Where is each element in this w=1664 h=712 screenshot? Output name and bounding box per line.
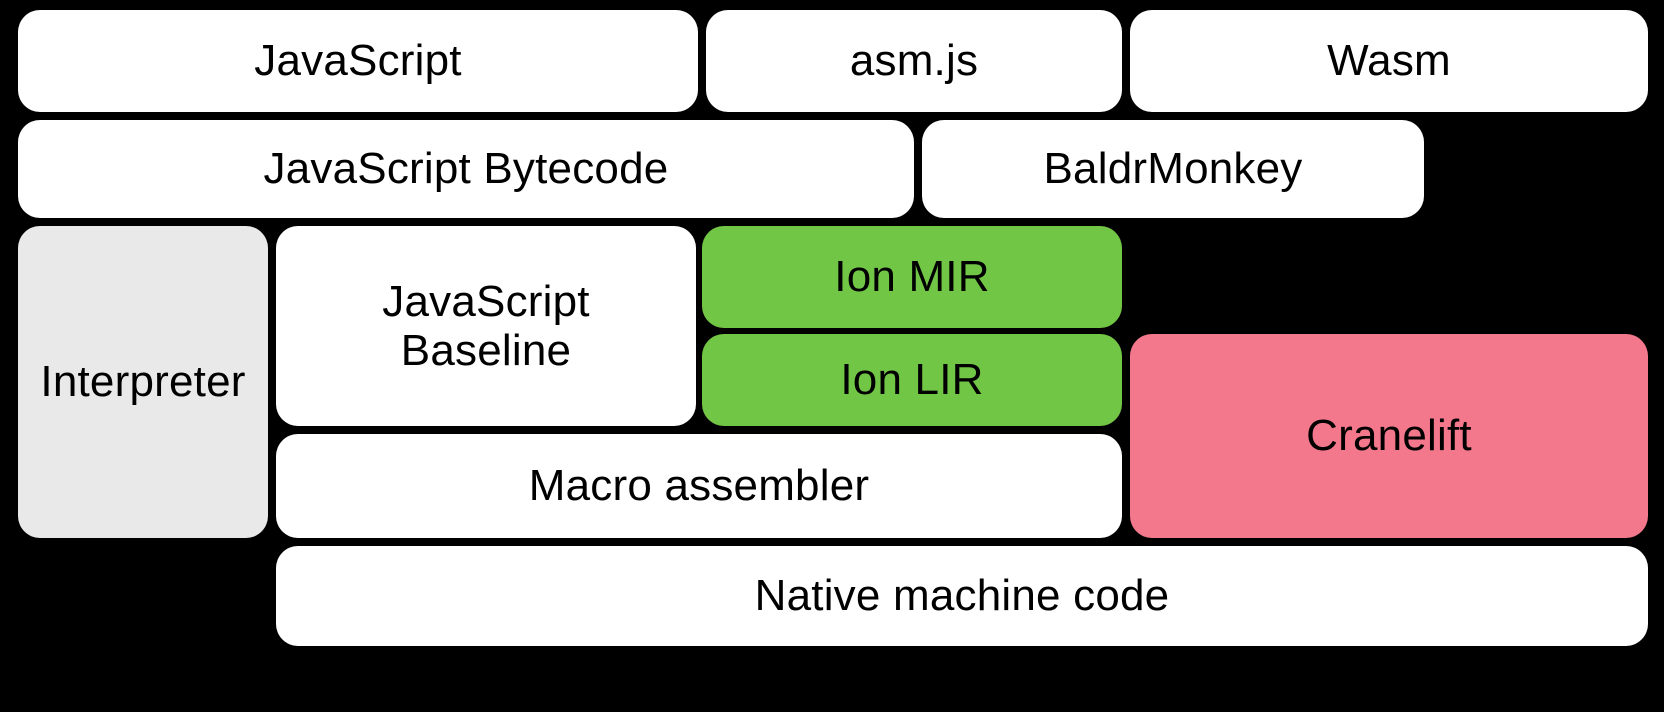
node-interpreter: Interpreter	[18, 226, 268, 538]
node-label-wasm: Wasm	[1327, 36, 1451, 86]
node-macro-assembler: Macro assembler	[276, 434, 1122, 538]
node-label-macro-assembler: Macro assembler	[528, 461, 870, 511]
node-ion-mir: Ion MIR	[702, 226, 1122, 328]
node-javascript: JavaScript	[18, 10, 698, 112]
node-javascript-bytecode: JavaScript Bytecode	[18, 120, 914, 218]
node-label-baldrmonkey: BaldrMonkey	[1043, 144, 1303, 194]
node-label-javascript-baseline: JavaScript Baseline	[382, 276, 590, 375]
node-cranelift: Cranelift	[1130, 334, 1648, 538]
node-wasm: Wasm	[1130, 10, 1648, 112]
node-baldrmonkey: BaldrMonkey	[922, 120, 1424, 218]
node-label-javascript: JavaScript	[254, 36, 462, 86]
node-label-cranelift: Cranelift	[1306, 411, 1472, 461]
node-label-native-machine-code: Native machine code	[754, 571, 1170, 621]
node-asmjs: asm.js	[706, 10, 1122, 112]
node-javascript-baseline: JavaScript Baseline	[276, 226, 696, 426]
node-label-ion-lir: Ion LIR	[840, 355, 984, 405]
node-label-ion-mir: Ion MIR	[834, 252, 990, 302]
node-label-javascript-bytecode: JavaScript Bytecode	[263, 144, 669, 194]
node-native-machine-code: Native machine code	[276, 546, 1648, 646]
node-label-interpreter: Interpreter	[40, 357, 246, 407]
node-ion-lir: Ion LIR	[702, 334, 1122, 426]
node-label-asmjs: asm.js	[849, 36, 979, 86]
